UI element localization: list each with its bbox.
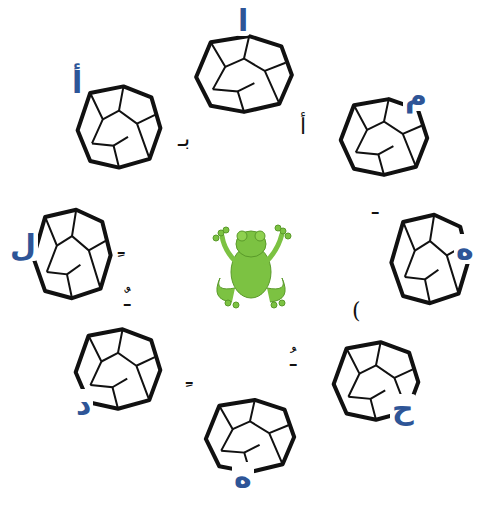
stepping-stone: ه (202, 396, 298, 476)
stepping-stone: ا (192, 32, 296, 116)
vowel-mark: ـ (372, 196, 378, 218)
vowel-mark: ـِ (118, 236, 124, 258)
vowel-mark: ـُ (290, 348, 296, 370)
letter-label: أ (70, 68, 84, 98)
vowel-mark: بـ (178, 128, 190, 150)
stepping-stone: ح (330, 338, 422, 424)
vowel-mark: ـٌ (124, 288, 130, 310)
vowel-mark: أ (300, 116, 306, 138)
stone-outline (74, 82, 164, 172)
stepping-stone: ه (388, 210, 472, 308)
stepping-stone: ل (30, 205, 114, 303)
vowel-mark: ( (352, 300, 361, 322)
stepping-stone: د (72, 325, 164, 413)
stone-outline (192, 32, 296, 116)
stepping-stone: م (337, 95, 431, 179)
stepping-stone: أ (74, 82, 164, 172)
letter-label: ه (232, 462, 254, 492)
vowel-mark: ـِ (186, 366, 192, 388)
letter-label: م (403, 81, 429, 111)
stone-outline (30, 205, 114, 303)
letter-label: د (74, 389, 93, 419)
letter-label: ه (454, 234, 476, 264)
letter-label: ل (8, 231, 38, 261)
letter-label: ح (390, 394, 416, 424)
letter-label: ا (236, 6, 250, 36)
